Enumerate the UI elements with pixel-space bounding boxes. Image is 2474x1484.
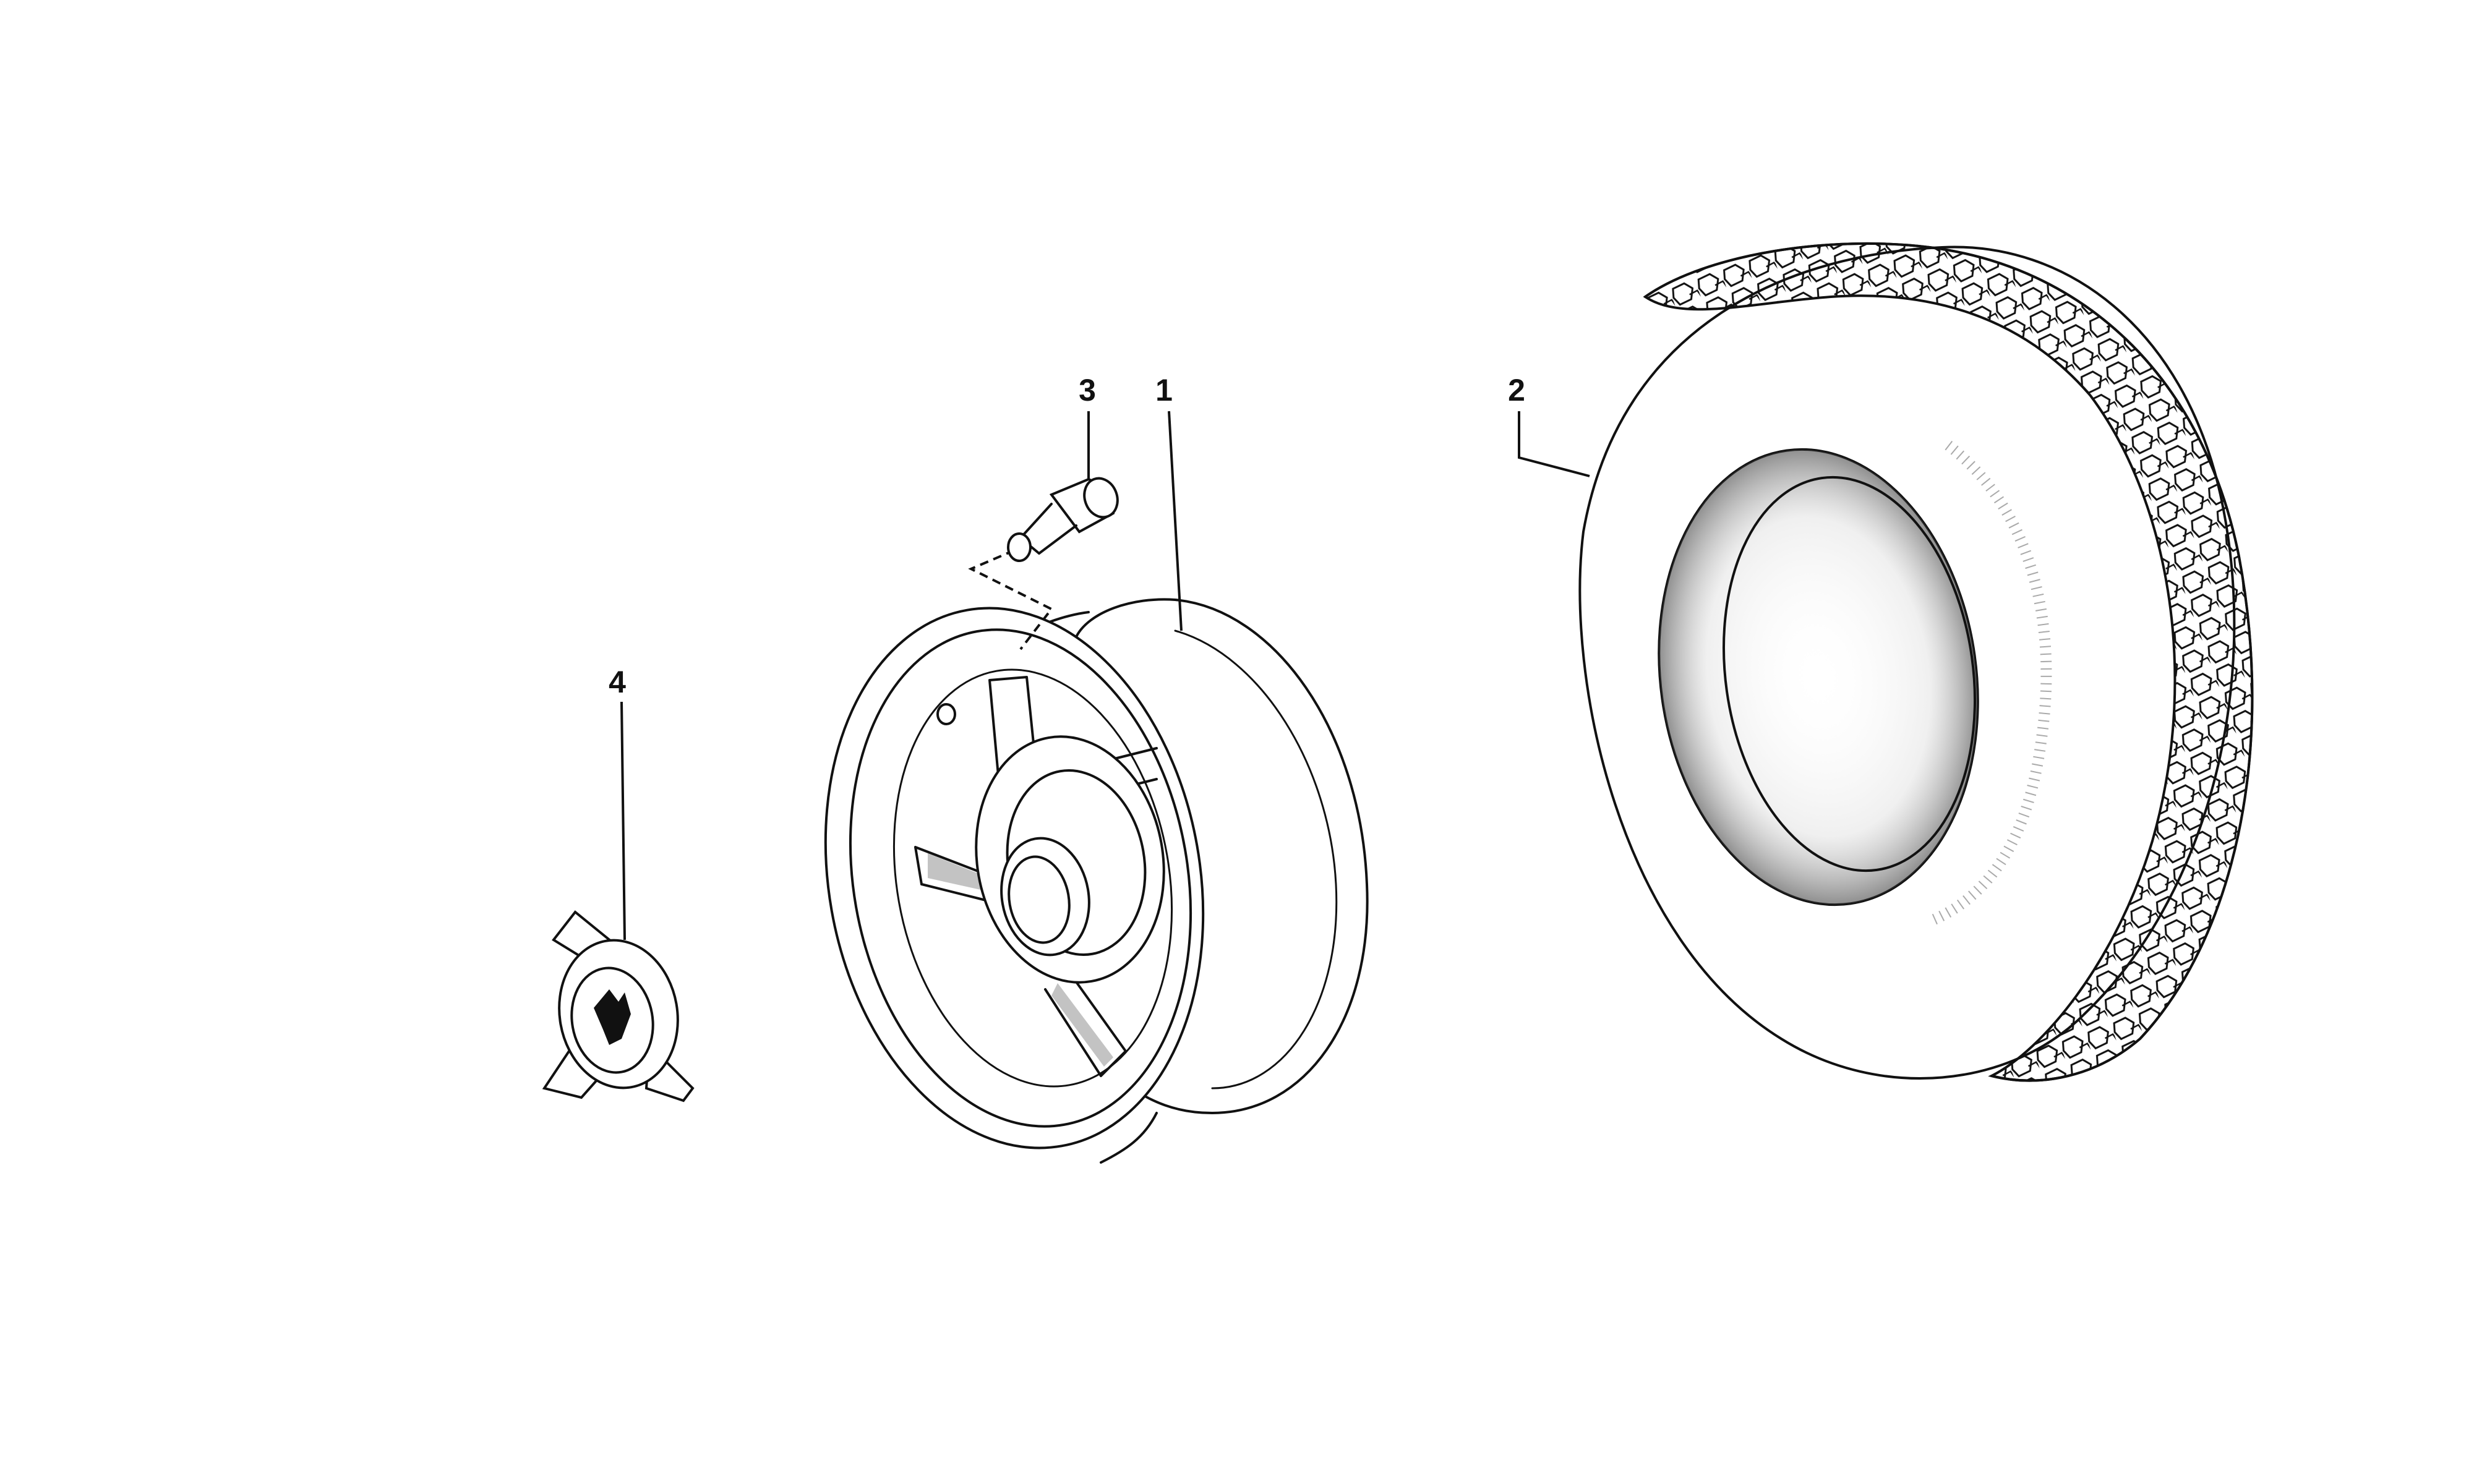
wheel-rim [824, 598, 1369, 1164]
rim-hub-bore [1008, 855, 1071, 944]
tire-tread-pattern [1643, 242, 2254, 1082]
tire [1578, 242, 2254, 1082]
callout-number-1: 1 [1155, 373, 1173, 407]
callout-3: 3 [1079, 373, 1096, 479]
spinner-face [570, 966, 654, 1074]
rim-face [892, 668, 1173, 1088]
knock-off-spinner [542, 910, 695, 1102]
valve-install-path [968, 549, 1054, 650]
rim-barrel-bottom [1100, 1112, 1158, 1164]
rim-back-flange [1075, 598, 1369, 1114]
valve [968, 477, 1119, 650]
leader-line-2 [1518, 411, 1590, 477]
rim-valve-hole [936, 703, 956, 725]
callout-number-2: 2 [1508, 373, 1525, 407]
leader-line-1 [1168, 411, 1183, 631]
callout-1: 1 [1155, 373, 1183, 631]
leader-line-4 [620, 701, 626, 940]
tire-bead-opening-inner [1723, 475, 1976, 872]
callout-2: 2 [1508, 373, 1590, 477]
rim-barrel-line [1174, 629, 1338, 1090]
valve-nut [1007, 532, 1032, 562]
callout-4: 4 [609, 665, 626, 940]
rim-hub-center [1000, 837, 1090, 957]
rim-front-lip-inner [849, 628, 1192, 1128]
callout-number-4: 4 [609, 665, 626, 699]
callout-number-3: 3 [1079, 373, 1096, 407]
prancing-horse-emblem [594, 989, 631, 1045]
valve-cap [1083, 477, 1119, 519]
